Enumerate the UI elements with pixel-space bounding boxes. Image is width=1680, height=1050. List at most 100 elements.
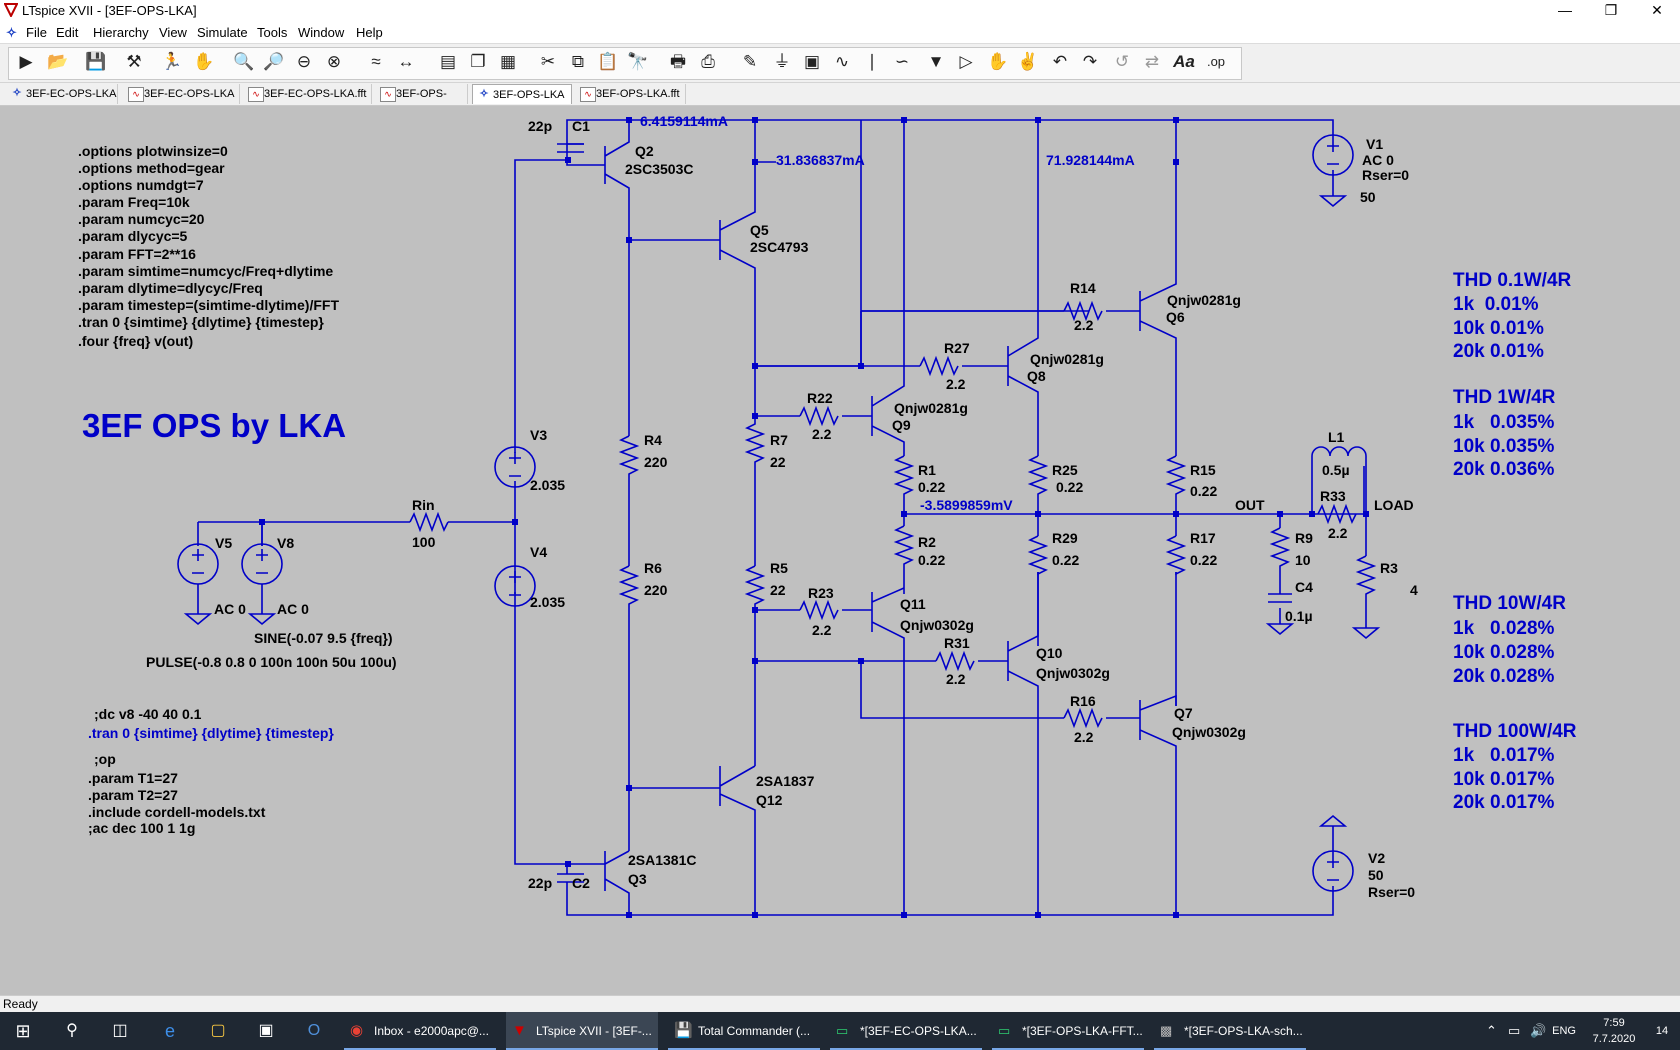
component-model[interactable]: Qnjw0302g bbox=[900, 617, 974, 633]
component-value[interactable]: 2.2 bbox=[812, 426, 832, 442]
component-value[interactable]: 2.2 bbox=[1074, 729, 1094, 745]
component-name[interactable]: Q2 bbox=[635, 143, 654, 159]
component-model[interactable]: 2SC4793 bbox=[750, 239, 809, 255]
net-label-load[interactable]: LOAD bbox=[1374, 497, 1414, 513]
close-icon[interactable]: ✕ bbox=[1651, 2, 1663, 18]
redo-icon[interactable]: ↷ bbox=[1082, 52, 1098, 71]
store-icon[interactable]: ▣ bbox=[258, 1022, 274, 1039]
component-model[interactable]: Qnjw0281g bbox=[894, 400, 968, 416]
component-name[interactable]: V1 bbox=[1366, 136, 1383, 152]
directive-line[interactable]: .param simtime=numcyc/Freq+dlytime bbox=[78, 263, 333, 279]
thd-line[interactable]: 20k 0.017% bbox=[1453, 792, 1555, 813]
component-name[interactable]: Q3 bbox=[628, 871, 647, 887]
component-value[interactable]: 0.1µ bbox=[1285, 608, 1313, 624]
notification-icon[interactable]: 14 bbox=[1655, 1025, 1669, 1037]
thd-line[interactable]: 10k 0.035% bbox=[1453, 436, 1555, 457]
text-icon[interactable]: Aa bbox=[1173, 52, 1195, 71]
component-value[interactable]: 50 bbox=[1368, 867, 1384, 883]
component-value[interactable]: 2.2 bbox=[812, 622, 832, 638]
halt-icon[interactable]: ✋ bbox=[193, 52, 215, 71]
restore-icon[interactable]: ❐ bbox=[1604, 2, 1618, 18]
directive-line[interactable]: .options numdgt=7 bbox=[78, 177, 204, 193]
resistor-icon[interactable]: ∿ bbox=[834, 52, 850, 71]
component-value[interactable]: 0.22 bbox=[1056, 479, 1083, 495]
component-name[interactable]: L1 bbox=[1328, 429, 1345, 445]
component-name[interactable]: Q9 bbox=[892, 417, 911, 433]
directive-include[interactable]: .include cordell-models.txt bbox=[88, 804, 266, 820]
component-attr[interactable]: Rser=0 bbox=[1368, 884, 1415, 900]
directive-ac[interactable]: ;ac dec 100 1 1g bbox=[88, 820, 195, 836]
component-name[interactable]: R5 bbox=[770, 560, 788, 576]
print-icon[interactable]: 🖶 bbox=[669, 52, 687, 71]
thd-line[interactable]: 1k 0.035% bbox=[1453, 412, 1555, 433]
component-name[interactable]: Q5 bbox=[750, 222, 769, 238]
component-name[interactable]: Q8 bbox=[1027, 368, 1046, 384]
component-name[interactable]: V5 bbox=[215, 535, 232, 551]
component-name[interactable]: R4 bbox=[644, 432, 662, 448]
rotate-icon[interactable]: ↺ bbox=[1114, 52, 1130, 71]
net-label-out[interactable]: OUT bbox=[1235, 497, 1265, 513]
component-icon[interactable]: ▷ bbox=[959, 52, 973, 71]
save-icon[interactable]: 💾 bbox=[85, 52, 107, 71]
component-value[interactable]: AC 0 bbox=[277, 601, 309, 617]
thd-line[interactable]: 20k 0.036% bbox=[1453, 459, 1555, 480]
run-icon[interactable]: ▶ bbox=[19, 52, 33, 71]
component-name[interactable]: R9 bbox=[1295, 530, 1313, 546]
open-icon[interactable]: 📂 bbox=[47, 52, 69, 71]
component-value[interactable]: 0.5µ bbox=[1322, 462, 1350, 478]
spice-directive-icon[interactable]: .op bbox=[1206, 54, 1226, 69]
taskbar-ltspice-fft[interactable]: ▭*[3EF-OPS-LKA-FFT... bbox=[992, 1012, 1144, 1050]
component-value[interactable]: 50 bbox=[1360, 189, 1376, 205]
component-name[interactable]: R16 bbox=[1070, 693, 1096, 709]
component-value[interactable]: 0.22 bbox=[918, 479, 945, 495]
capacitor-icon[interactable]: ∣ bbox=[867, 52, 877, 71]
directive-line[interactable]: .param Freq=10k bbox=[78, 194, 190, 210]
menu-view[interactable]: View bbox=[159, 25, 187, 40]
thd-line[interactable]: 1k 0.01% bbox=[1453, 294, 1539, 315]
component-value[interactable]: 10 bbox=[1295, 552, 1311, 568]
menu-simulate[interactable]: Simulate bbox=[197, 25, 248, 40]
component-value[interactable]: 100 bbox=[412, 534, 436, 550]
thd-line[interactable]: 1k 0.017% bbox=[1453, 745, 1555, 766]
component-name[interactable]: Rin bbox=[412, 497, 435, 513]
menu-window[interactable]: Window bbox=[298, 25, 345, 40]
component-attr[interactable]: AC 0 bbox=[1362, 152, 1394, 168]
diode-icon[interactable]: ▼ bbox=[927, 52, 945, 71]
thd-title[interactable]: THD 100W/4R bbox=[1453, 721, 1577, 742]
component-model[interactable]: Qnjw0302g bbox=[1172, 724, 1246, 740]
component-name[interactable]: R29 bbox=[1052, 530, 1078, 546]
component-name[interactable]: C4 bbox=[1295, 579, 1313, 595]
component-name[interactable]: R2 bbox=[918, 534, 936, 550]
directive-line[interactable]: .param dlycyc=5 bbox=[78, 228, 188, 244]
directive-line[interactable]: .options plotwinsize=0 bbox=[78, 143, 228, 159]
windows-start-icon[interactable]: ⊞ bbox=[15, 1021, 31, 1041]
schematic-canvas[interactable]: .options plotwinsize=0 .options method=g… bbox=[0, 106, 1680, 995]
component-name[interactable]: R7 bbox=[770, 432, 788, 448]
current-readout[interactable]: 31.836837mA bbox=[776, 152, 865, 168]
directive-line[interactable]: .param timestep=(simtime-dlytime)/FFT bbox=[78, 297, 339, 313]
move-icon[interactable]: ✋ bbox=[987, 52, 1009, 71]
component-name[interactable]: R27 bbox=[944, 340, 970, 356]
cascade-icon[interactable]: ❐ bbox=[470, 52, 486, 71]
control-panel-icon[interactable]: ⚒ bbox=[126, 52, 142, 71]
component-value[interactable]: 2.2 bbox=[946, 376, 966, 392]
run-sim-icon[interactable]: 🏃 bbox=[161, 52, 183, 71]
component-value[interactable]: 2.035 bbox=[530, 594, 565, 610]
component-model[interactable]: 2SC3503C bbox=[625, 161, 694, 177]
source-pulse[interactable]: PULSE(-0.8 0.8 0 100n 100n 50u 100u) bbox=[146, 654, 397, 670]
directive-line[interactable]: .param FFT=2**16 bbox=[78, 246, 196, 262]
undo-icon[interactable]: ↶ bbox=[1052, 52, 1068, 71]
schematic-menu-icon[interactable]: ✧ bbox=[6, 25, 17, 40]
component-name[interactable]: R14 bbox=[1070, 280, 1096, 296]
find-icon[interactable]: 🔭 bbox=[627, 52, 649, 71]
component-model[interactable]: 2SA1381C bbox=[628, 852, 697, 868]
thd-title[interactable]: THD 0.1W/4R bbox=[1453, 270, 1572, 291]
menu-hierarchy[interactable]: Hierarchy bbox=[93, 25, 149, 40]
current-readout[interactable]: 71.928144mA bbox=[1046, 152, 1135, 168]
component-value[interactable]: 2.2 bbox=[946, 671, 966, 687]
component-name[interactable]: V2 bbox=[1368, 850, 1385, 866]
autorange-icon[interactable]: ≈ bbox=[371, 52, 381, 71]
menu-tools[interactable]: Tools bbox=[257, 25, 288, 40]
clock[interactable]: 7:59 7.7.2020 bbox=[1584, 1012, 1644, 1050]
directive-op[interactable]: ;op bbox=[94, 751, 116, 767]
